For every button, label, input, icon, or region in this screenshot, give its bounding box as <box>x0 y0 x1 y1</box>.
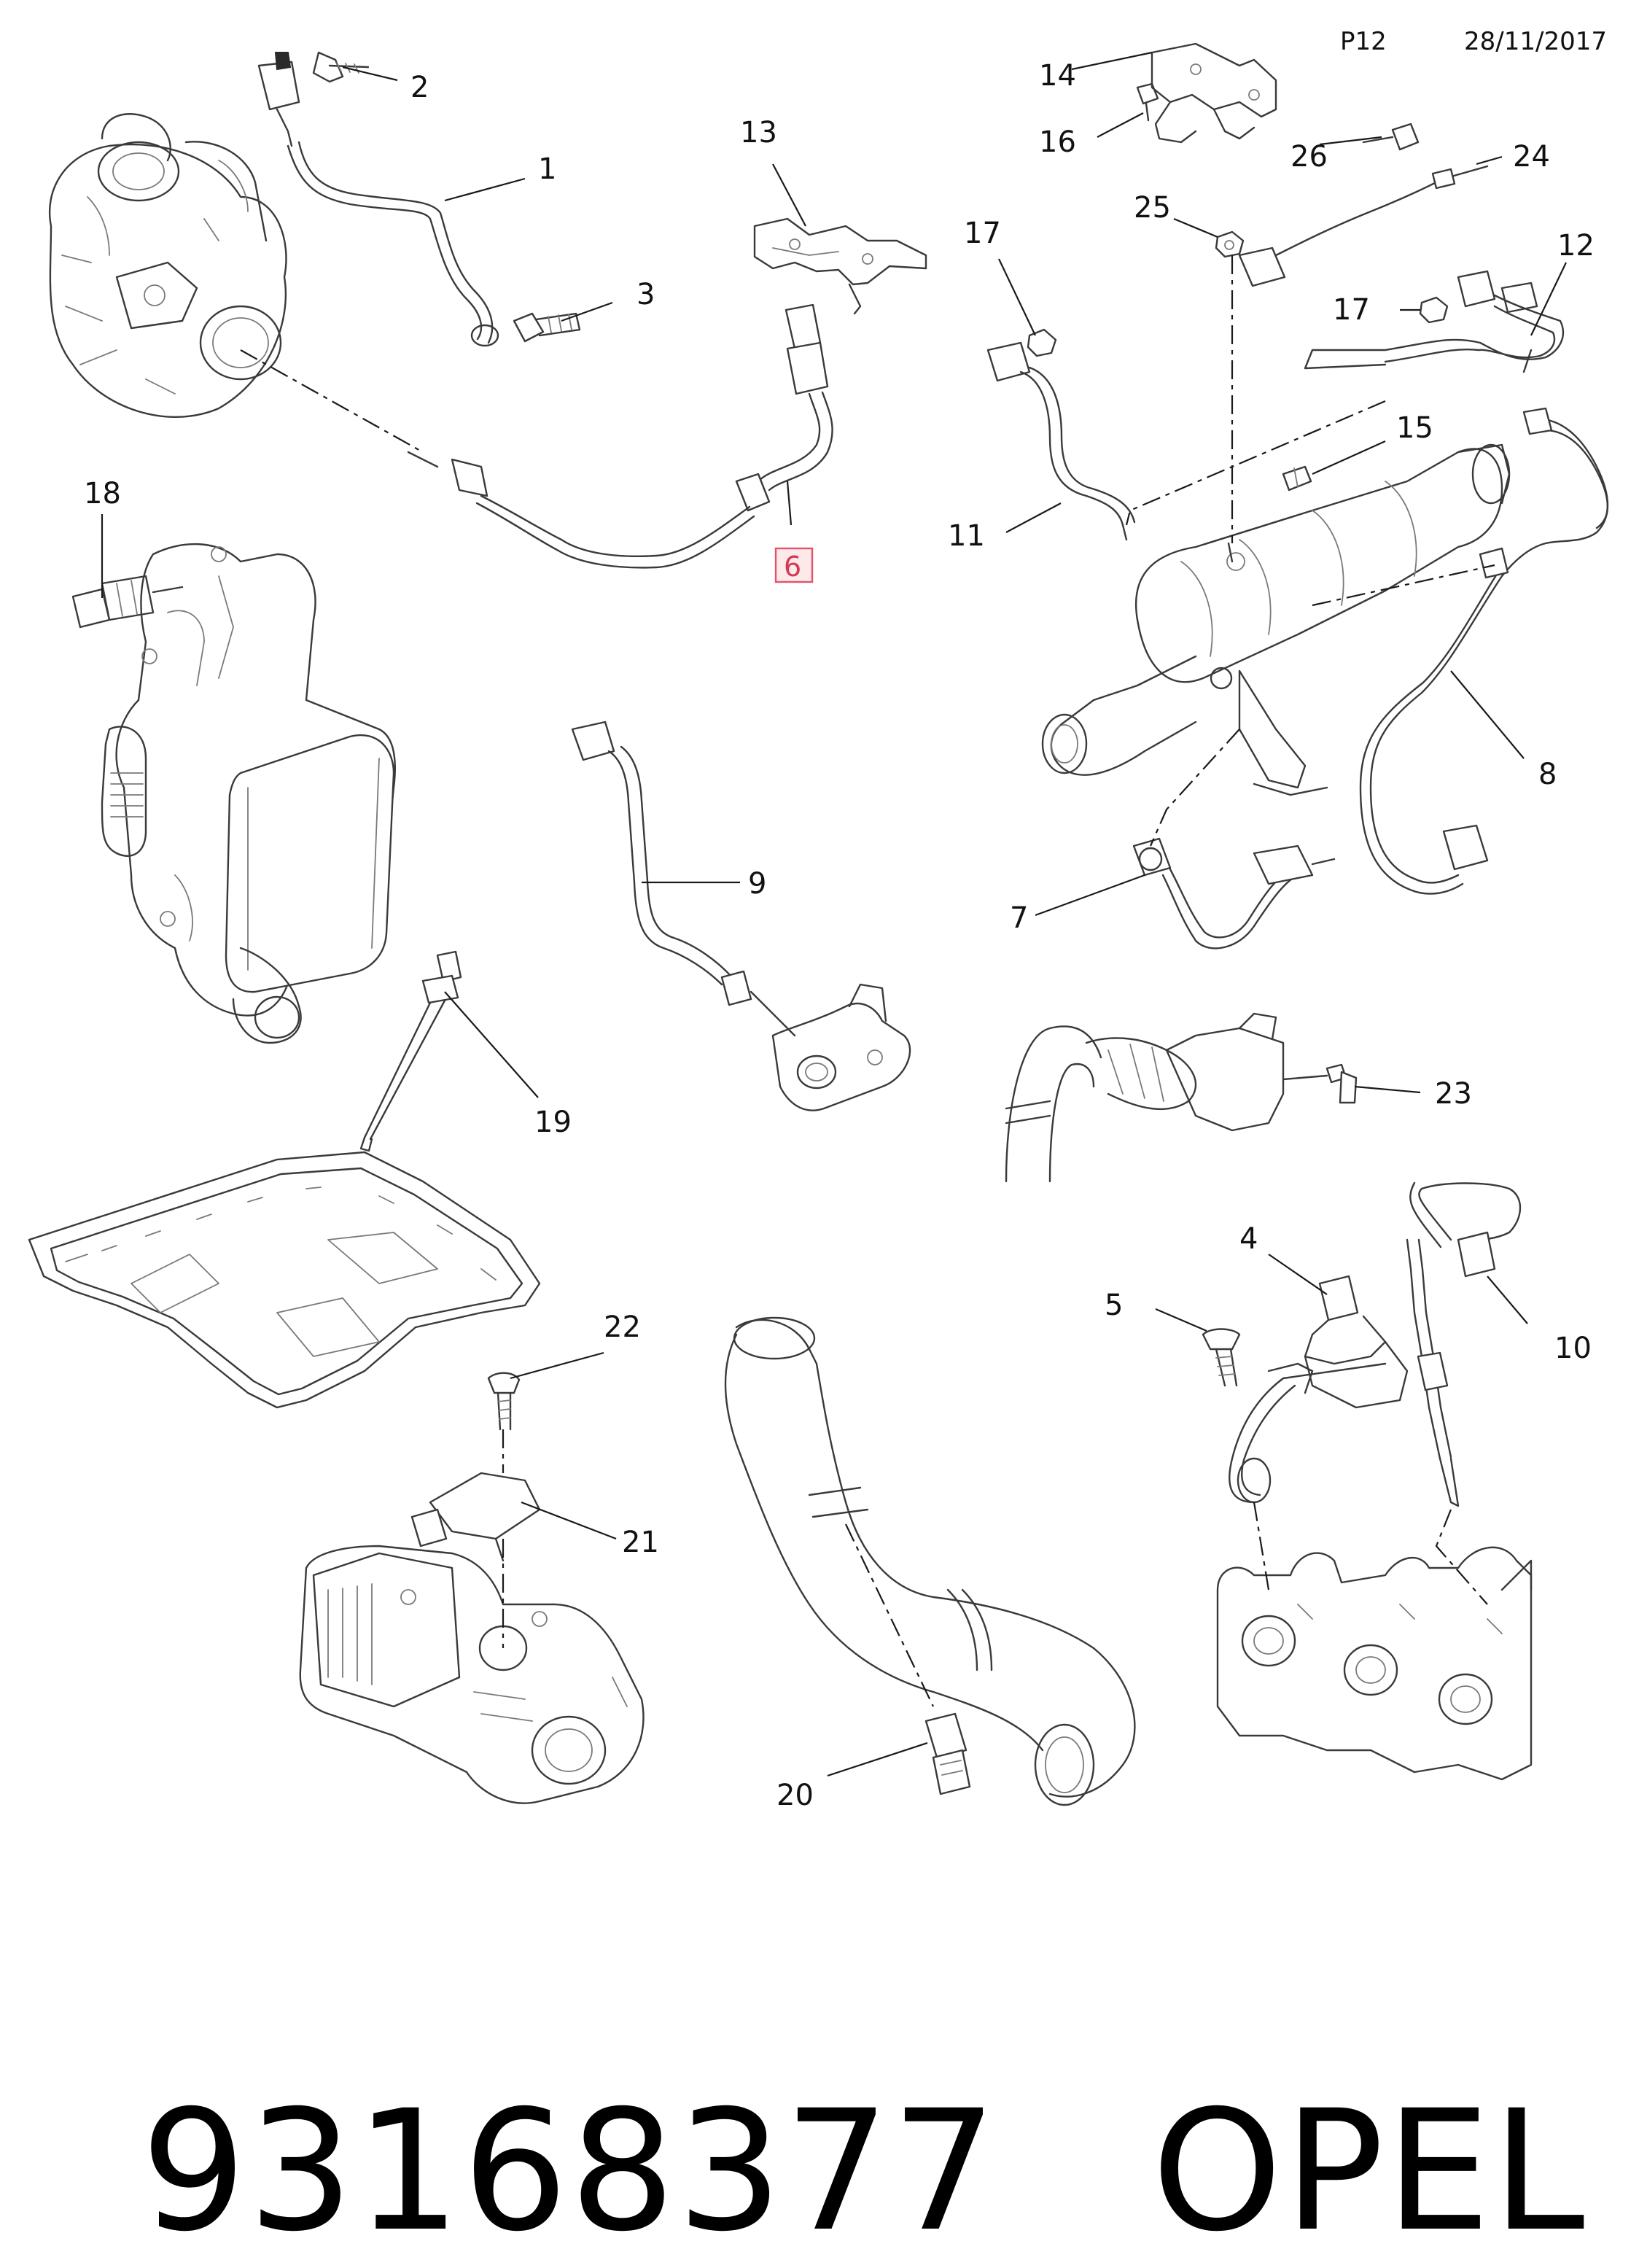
callout-25: 25 <box>1134 191 1171 225</box>
intake-pipe <box>724 1316 1136 1806</box>
callout-5: 5 <box>1105 1289 1123 1322</box>
callout-10: 10 <box>1554 1332 1592 1365</box>
callout-15: 15 <box>1396 411 1433 445</box>
callout-1: 1 <box>538 152 556 186</box>
nut-part-17-left <box>1027 328 1057 357</box>
sensor-part-24 <box>1238 165 1489 287</box>
clip-part-15 <box>1282 465 1312 492</box>
sensor-part-20 <box>924 1712 971 1795</box>
intake-hose-part-23 <box>1005 1012 1358 1183</box>
particulate-filter <box>1041 443 1511 796</box>
bolt-part-22 <box>487 1372 521 1431</box>
callout-17-right: 17 <box>1333 293 1370 327</box>
callout-9: 9 <box>748 867 766 901</box>
temperature-sensor-part-9 <box>571 721 796 1037</box>
callout-16: 16 <box>1039 125 1076 159</box>
callout-6-highlight <box>774 547 814 583</box>
callout-13: 13 <box>740 116 777 149</box>
callout-26: 26 <box>1290 140 1328 174</box>
level-sensor-part-19 <box>359 950 462 1152</box>
callout-7: 7 <box>1010 901 1028 935</box>
sensor-harness-part-8 <box>1359 407 1609 895</box>
bolt-part-5 <box>1202 1328 1241 1387</box>
callout-24: 24 <box>1513 140 1550 174</box>
bolt-part-16 <box>1136 82 1159 122</box>
exhaust-temperature-sensor-part-6 <box>407 303 833 569</box>
callout-6: 6 <box>784 551 801 583</box>
callout-21: 21 <box>622 1526 659 1559</box>
harness-part-12 <box>1304 270 1565 373</box>
callout-14: 14 <box>1039 59 1076 93</box>
part-number: 93168377 <box>140 2074 999 2268</box>
switch-part-18 <box>71 575 184 629</box>
callout-23: 23 <box>1435 1077 1472 1111</box>
brand-name: OPEL <box>1151 2074 1587 2268</box>
callout-3: 3 <box>636 278 655 311</box>
callout-22: 22 <box>604 1310 641 1344</box>
turbocharger <box>48 113 287 418</box>
callout-17-left: 17 <box>964 217 1001 250</box>
oil-pan <box>28 1151 541 1409</box>
bracket-part-13 <box>753 217 927 315</box>
callout-4: 4 <box>1239 1222 1258 1256</box>
callout-18: 18 <box>84 477 121 510</box>
pressure-sensor-part-4 <box>1229 1275 1409 1504</box>
sensor-harness-part-11 <box>986 341 1136 541</box>
sensor-part-21 <box>410 1472 541 1562</box>
page-ref: P12 <box>1340 27 1387 56</box>
bracket-part-14 <box>1151 42 1277 144</box>
callout-12: 12 <box>1557 229 1595 263</box>
nut-part-17-right <box>1419 296 1449 324</box>
callout-11: 11 <box>948 519 985 553</box>
flange-part-9 <box>771 983 911 1111</box>
connector-part-26 <box>1362 123 1420 151</box>
temperature-sensor-part-10 <box>1406 1181 1522 1507</box>
engine-block-oil-cooler <box>101 543 396 1044</box>
callout-20: 20 <box>776 1779 814 1812</box>
pressure-sensor-pipe-part-1 <box>257 52 499 347</box>
nut-part-25 <box>1215 230 1245 258</box>
bolt-part-2 <box>312 51 370 83</box>
callout-19: 19 <box>534 1106 572 1139</box>
pressure-sensor-part-7 <box>1132 837 1336 949</box>
diagram-date: 28/11/2017 <box>1464 27 1607 56</box>
fitting-part-3 <box>513 312 581 343</box>
throttle-body <box>299 1545 645 1804</box>
callout-2: 2 <box>410 71 429 104</box>
callout-8: 8 <box>1538 758 1557 791</box>
exhaust-manifold <box>1216 1546 1533 1781</box>
